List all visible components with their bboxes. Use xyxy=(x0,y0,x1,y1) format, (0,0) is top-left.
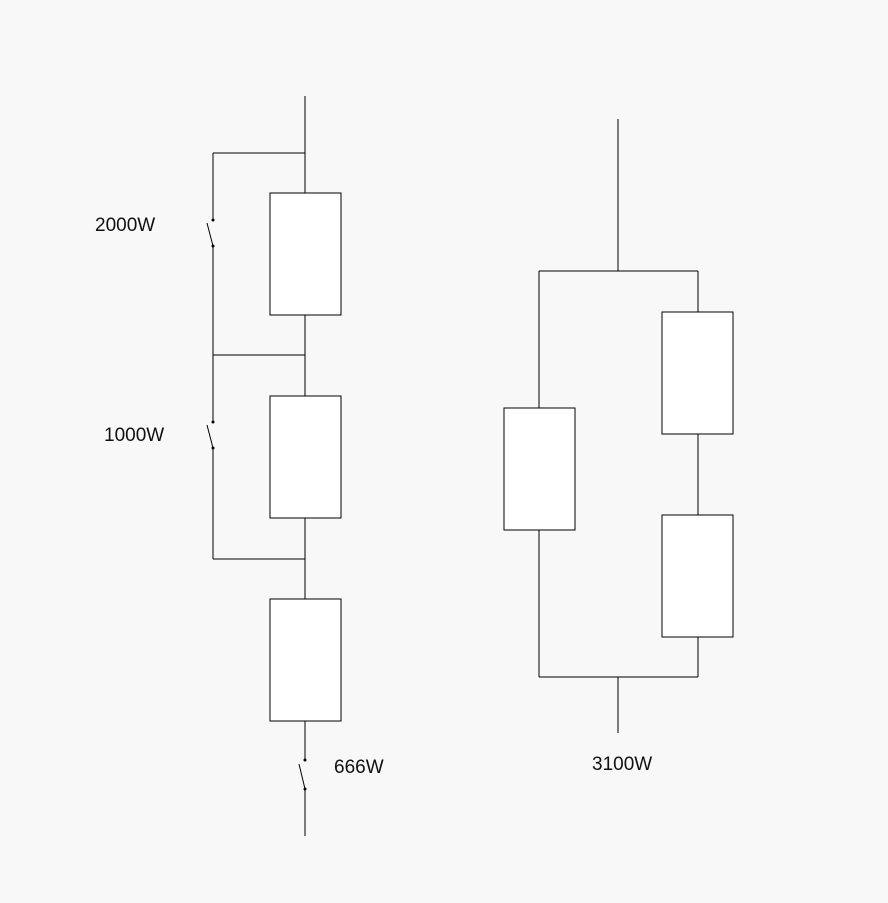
right-resistor-left xyxy=(503,407,576,531)
left-resistor-1 xyxy=(269,192,342,316)
left-resistor-2 xyxy=(269,395,342,519)
label-2000w: 2000W xyxy=(95,215,156,236)
right-resistor-bottom xyxy=(661,514,734,638)
switch-icon xyxy=(206,420,215,450)
switch-icon xyxy=(206,218,215,248)
left-circuit xyxy=(206,96,342,836)
right-resistor-top xyxy=(661,311,734,435)
label-3100w: 3100W xyxy=(592,754,653,775)
left-resistor-3 xyxy=(269,598,342,722)
right-circuit xyxy=(503,119,734,733)
label-666w: 666W xyxy=(334,757,384,778)
switch-icon xyxy=(298,758,307,791)
label-1000w: 1000W xyxy=(104,425,165,446)
